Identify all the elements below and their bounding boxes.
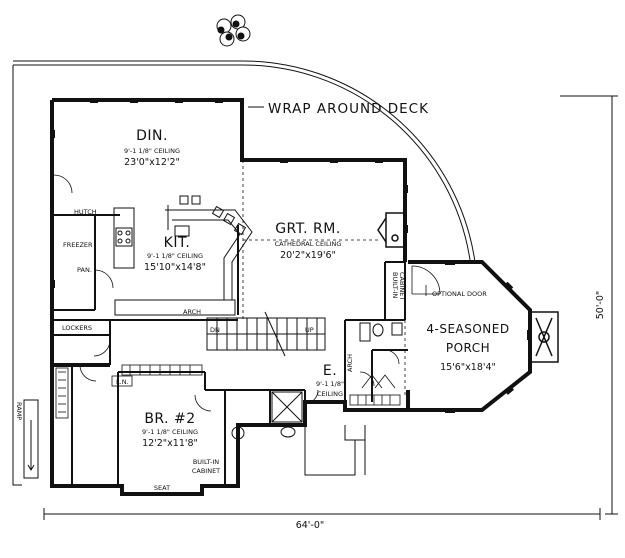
- kitchen-label: KIT.: [164, 235, 191, 251]
- exterior-walls: [50, 98, 410, 496]
- entry-label: E.: [323, 363, 337, 379]
- ramp-label: RAMP: [15, 402, 23, 420]
- builtin-cabinet-bedroom-1: BUILT-IN: [193, 458, 219, 466]
- arch-label-kitchen: ARCH: [183, 308, 201, 316]
- porch-dimension: 15'6"x18'4": [440, 362, 496, 373]
- porch-windows: [445, 260, 532, 413]
- lockers-label: LOCKERS: [62, 324, 92, 332]
- porch-chimney: [529, 311, 559, 363]
- tree-icon: [216, 14, 251, 47]
- ramp: [23, 399, 39, 479]
- deck-label: WRAP AROUND DECK: [268, 101, 429, 117]
- kitchen-dimension: 15'10"x14'8": [144, 262, 206, 273]
- cabinet-great-room: CABINET: [398, 272, 406, 300]
- bedroom-ceiling: 9'-1 1/8" CEILING: [142, 428, 198, 436]
- kitchen-counters: [113, 195, 253, 316]
- builtin-cabinet-bedroom-2: CABINET: [192, 467, 220, 475]
- entry-ceiling-1: 9'-1 1/8": [316, 380, 344, 388]
- dimension-width: [43, 508, 601, 520]
- dimension-depth-label: 50'-0": [595, 291, 606, 320]
- fireplace: [377, 212, 405, 248]
- dashed-dividers: [242, 160, 406, 395]
- door-swings: [53, 174, 400, 412]
- bedroom-dimension: 12'2"x11'8": [142, 438, 198, 449]
- dimension-width-label: 64'-0": [296, 520, 325, 531]
- seat-label: SEAT: [154, 484, 170, 492]
- entry-ceiling-2: CEILING: [317, 390, 343, 398]
- builtin-cabinet-great-room: BUILT-IN: [391, 272, 399, 298]
- closet-shelves: [55, 364, 401, 419]
- great-room-dimension: 20'2"x19'6": [280, 250, 336, 261]
- great-room-ceiling: CATHEDRAL CEILING: [275, 240, 342, 248]
- stairs: [206, 311, 326, 357]
- dining-ceiling: 9'-1 1/8" CEILING: [124, 147, 180, 155]
- entry-steps: [304, 425, 366, 476]
- dimension-depth: [560, 95, 618, 515]
- bathroom-fixtures: [231, 322, 403, 440]
- dining-room-label: DIN.: [136, 128, 168, 144]
- linen-label: L.N.: [116, 378, 129, 386]
- bedroom-label: BR. #2: [144, 411, 195, 427]
- deck-outline: [12, 60, 476, 486]
- freezer-label: FREEZER: [63, 241, 93, 249]
- arch-label-entry: ARCH: [346, 354, 354, 372]
- porch-label-1: 4-SEASONED: [426, 322, 509, 336]
- hutch-label: HUTCH: [74, 208, 97, 216]
- window-marks: [50, 98, 408, 288]
- optional-door-label: OPTIONAL DOOR: [432, 290, 487, 298]
- porch-label-2: PORCH: [446, 341, 490, 355]
- great-room-label: GRT. RM.: [275, 221, 341, 237]
- stairs-up-label: UP: [305, 326, 314, 334]
- dining-dimension: 23'0"x12'2": [124, 157, 180, 168]
- stairs-down-label: DN: [210, 326, 220, 334]
- kitchen-ceiling: 9'-1 1/8" CEILING: [147, 252, 203, 260]
- pantry-label: PAN.: [77, 266, 92, 274]
